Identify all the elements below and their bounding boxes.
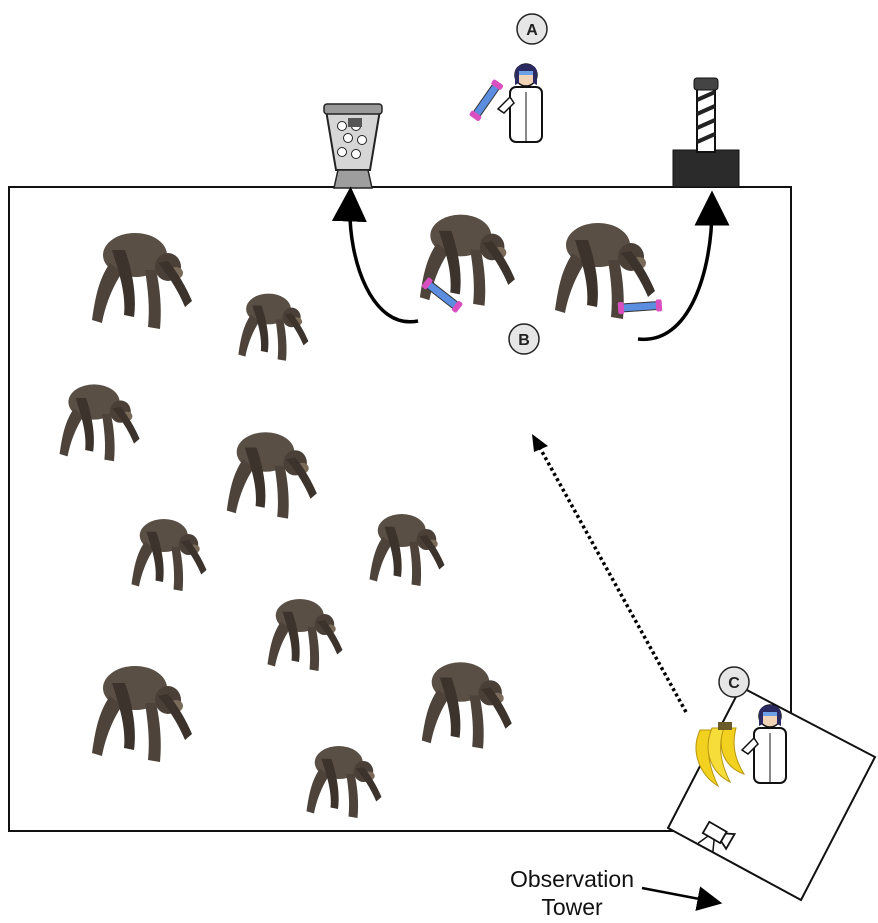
post-slot-icon <box>672 77 740 188</box>
food-dispenser-icon <box>323 103 383 189</box>
svg-text:C: C <box>728 675 740 692</box>
arrow-to-dispenser <box>331 186 419 324</box>
svg-text:A: A <box>526 22 538 39</box>
token-tube <box>617 298 663 315</box>
tower-label-line2: Tower <box>541 894 603 920</box>
video-camera-icon <box>697 820 737 852</box>
marker-b: B <box>508 323 540 355</box>
enclosure <box>8 186 792 832</box>
tower-label-line1: Observation <box>510 866 634 892</box>
chimpanzee-icon <box>59 214 655 818</box>
svg-text:B: B <box>518 332 530 349</box>
dotted-arrow <box>538 447 688 713</box>
scientist-icon <box>468 63 543 143</box>
bananas-icon <box>695 722 746 788</box>
tower-pointer-arrow <box>641 886 723 911</box>
marker-a: A <box>516 13 548 45</box>
marker-c: C <box>718 666 750 698</box>
arrow-to-post <box>637 190 730 341</box>
